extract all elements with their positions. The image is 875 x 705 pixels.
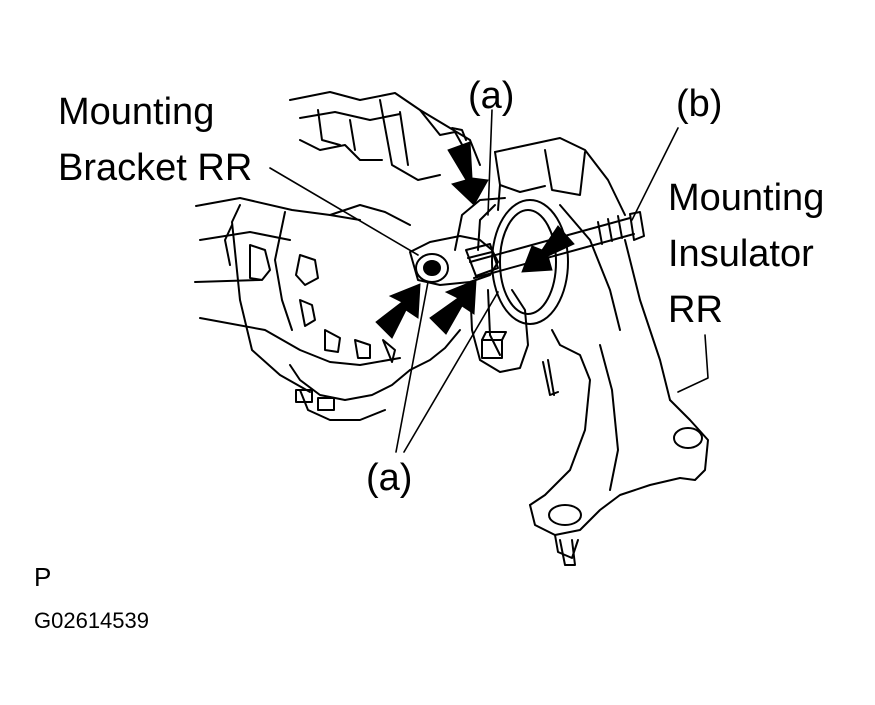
- mounting-insulator: [491, 137, 709, 566]
- leader-lines: [269, 109, 709, 453]
- label-mounting-bracket-line2: Bracket RR: [58, 147, 253, 189]
- callout-a-bottom: (a): [366, 457, 413, 499]
- label-mounting-bracket-line1: Mounting: [58, 91, 215, 133]
- fastener-arrows: [375, 141, 575, 339]
- arrow-lower-left: [375, 283, 421, 339]
- label-mounting-insulator-line1: Mounting: [668, 177, 825, 219]
- callout-b: (b): [676, 83, 723, 125]
- mounting-bracket: [409, 197, 529, 373]
- callout-a-top: (a): [468, 75, 515, 117]
- label-mounting-insulator-line3: RR: [668, 289, 723, 331]
- transaxle-outline: [194, 91, 481, 421]
- arrow-lower-mid: [429, 279, 477, 335]
- label-mounting-insulator-line2: Insulator: [668, 233, 814, 275]
- arrow-top: [447, 141, 489, 206]
- arrow-right: [521, 225, 575, 273]
- figure-id: G02614539: [34, 608, 149, 633]
- footer-mark: P: [34, 562, 52, 592]
